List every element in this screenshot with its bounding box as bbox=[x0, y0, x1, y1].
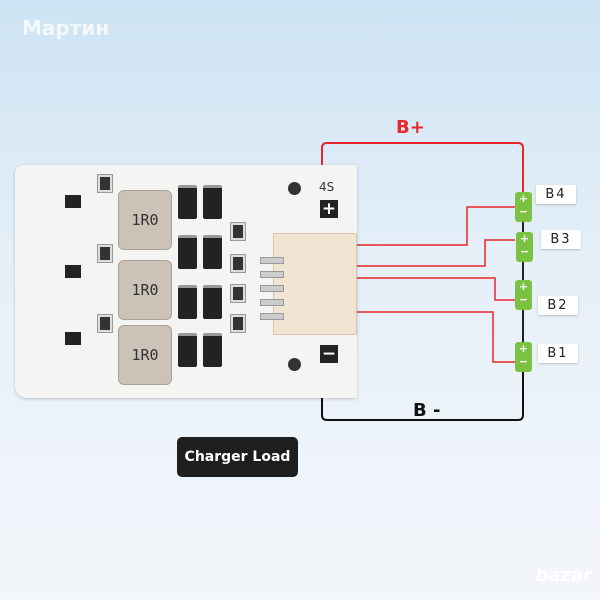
diode bbox=[203, 333, 222, 367]
diode bbox=[203, 235, 222, 269]
balance-wire-3 bbox=[357, 277, 515, 301]
connector-pin bbox=[260, 313, 284, 320]
negative-bus-label: B - bbox=[413, 400, 441, 421]
inductor: 1R0 bbox=[118, 260, 172, 320]
cell-label-b1: B1 bbox=[538, 344, 578, 363]
charger-load-button[interactable]: Charger Load bbox=[177, 437, 298, 477]
minus-marking: − bbox=[320, 344, 338, 364]
bazar-logo: bazar bbox=[535, 565, 592, 586]
balance-connector bbox=[273, 233, 357, 335]
positive-wire bbox=[321, 142, 524, 192]
connector-pin bbox=[260, 299, 284, 306]
plus-marking: + bbox=[320, 199, 338, 219]
resistor bbox=[97, 174, 113, 193]
diode bbox=[203, 185, 222, 219]
balance-wire-2 bbox=[357, 239, 515, 267]
connector-pin bbox=[260, 285, 284, 292]
connector-pin bbox=[260, 271, 284, 278]
connector-pin bbox=[260, 257, 284, 264]
cell-label-b2: B2 bbox=[538, 296, 578, 315]
battery-cell-b3: +− bbox=[516, 232, 533, 262]
resistor bbox=[230, 314, 246, 333]
diode bbox=[178, 185, 197, 219]
positive-bus-label: B+ bbox=[396, 117, 425, 138]
balancer-board: 1R0 1R0 1R0 4S + − bbox=[15, 165, 357, 398]
diode bbox=[178, 285, 197, 319]
ic-chip bbox=[65, 195, 81, 208]
cell-label-b4: B4 bbox=[536, 185, 576, 204]
mounting-hole bbox=[288, 182, 301, 195]
watermark: Мартин bbox=[22, 16, 110, 40]
diode bbox=[178, 333, 197, 367]
inductor: 1R0 bbox=[118, 325, 172, 385]
diode bbox=[203, 285, 222, 319]
inductor: 1R0 bbox=[118, 190, 172, 250]
resistor bbox=[97, 314, 113, 333]
mounting-hole bbox=[288, 358, 301, 371]
diode bbox=[178, 235, 197, 269]
resistor bbox=[230, 284, 246, 303]
negative-wire bbox=[321, 372, 524, 421]
ic-chip bbox=[65, 332, 81, 345]
cell-label-b3: B3 bbox=[541, 230, 581, 249]
battery-cell-b2: +− bbox=[515, 280, 532, 310]
resistor bbox=[230, 222, 246, 241]
series-label: 4S bbox=[319, 180, 335, 194]
resistor bbox=[97, 244, 113, 263]
balance-wire-1 bbox=[357, 206, 515, 246]
ic-chip bbox=[65, 265, 81, 278]
battery-cell-b1: +− bbox=[515, 342, 532, 372]
resistor bbox=[230, 254, 246, 273]
balance-wire-4 bbox=[357, 311, 515, 363]
battery-cell-b4: +− bbox=[515, 192, 532, 222]
